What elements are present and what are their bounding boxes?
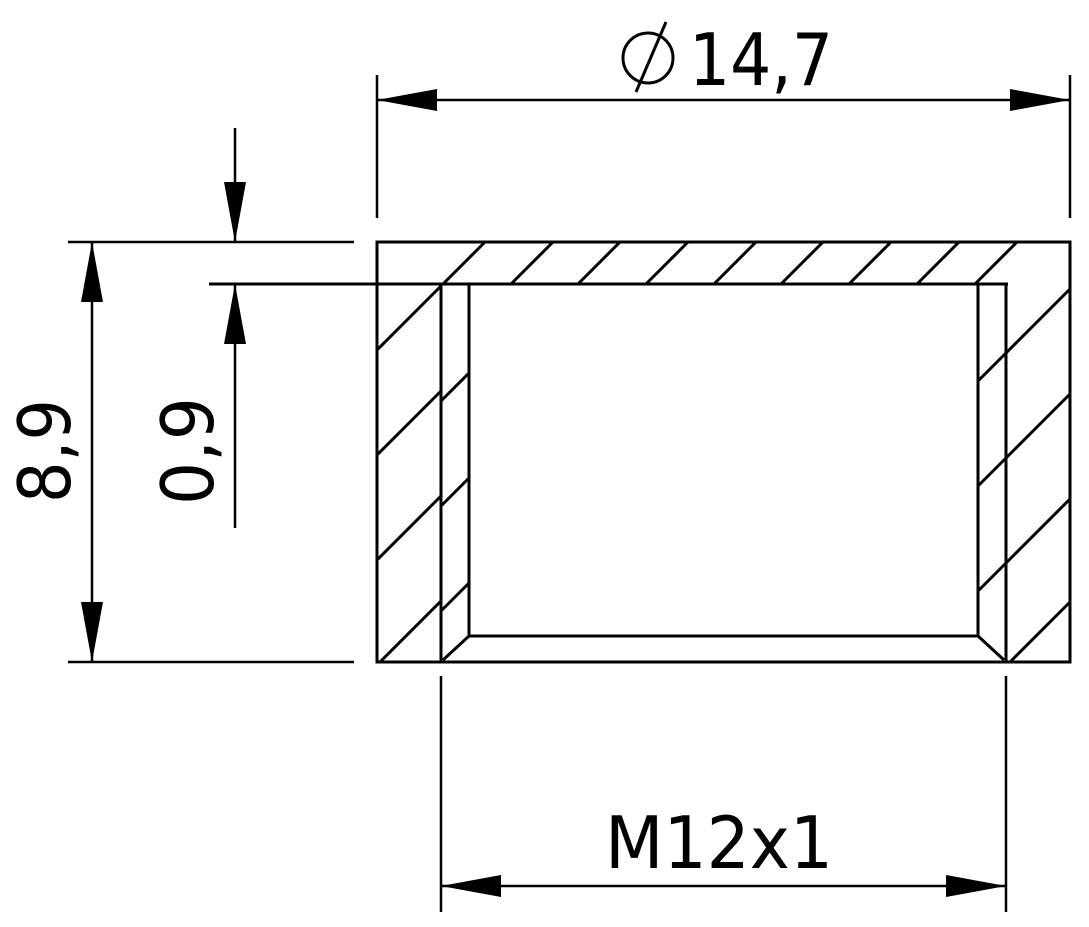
total-height-label: 8,9: [3, 399, 87, 503]
outer-diameter-label: 14,7: [689, 18, 833, 102]
diameter-symbol-icon: [621, 21, 675, 93]
wall-thickness-label: 0,9: [146, 397, 230, 505]
inner-bore: [441, 284, 1006, 662]
part-section: [209, 240, 1072, 664]
dimension-thread: M12x1: [439, 676, 1008, 912]
dimension-wall-thickness: 0,9: [146, 128, 246, 528]
outer-contour: [375, 240, 1072, 664]
dimension-total-height: 8,9: [3, 240, 354, 664]
dimension-outer-diameter: 14,7: [375, 18, 1072, 218]
section-hatching: [375, 240, 1072, 664]
thread-label: M12x1: [605, 801, 833, 885]
